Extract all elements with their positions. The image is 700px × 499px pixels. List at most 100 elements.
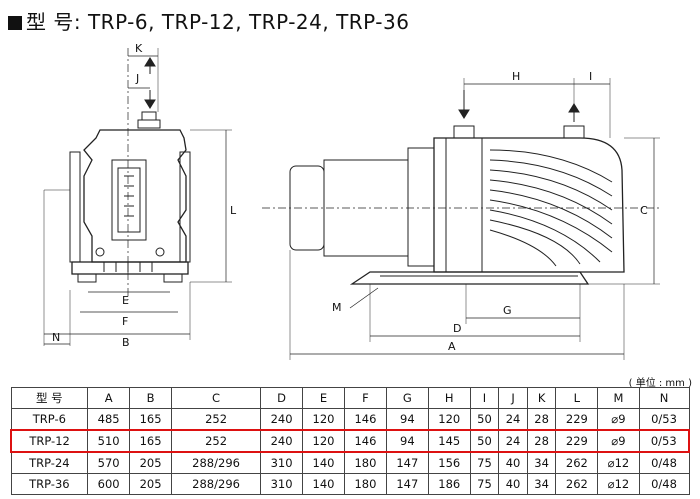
table-cell: ⌀9 (597, 408, 640, 431)
front-view (43, 48, 232, 346)
table-cell: 165 (129, 429, 173, 453)
page-title: 型 号: TRP-6, TRP-12, TRP-24, TRP-36 (8, 6, 409, 35)
table-cell: 140 (302, 473, 345, 495)
table-cell: 485 (87, 408, 131, 431)
table-cell: 252 (171, 408, 262, 431)
table-cell: 240 (260, 429, 304, 453)
table-cell: 146 (343, 408, 387, 431)
table-cell: 94 (385, 408, 429, 431)
table-cell: 34 (526, 473, 557, 495)
table-cell: 24 (498, 408, 528, 431)
column-header: M (597, 387, 640, 409)
table-cell: 288/296 (171, 451, 262, 474)
table-cell: 165 (129, 408, 173, 431)
table-cell: 0/48 (638, 451, 690, 474)
table-cell: 262 (555, 451, 599, 474)
table-cell: 310 (260, 451, 304, 474)
table-cell: 28 (526, 429, 557, 453)
column-header: H (427, 387, 471, 409)
label-j: J (135, 72, 139, 85)
label-a: A (448, 340, 456, 353)
label-g: G (503, 304, 512, 317)
column-header: E (302, 387, 345, 409)
table-cell: 180 (343, 473, 387, 495)
label-f: F (122, 315, 128, 328)
table-cell: 75 (469, 451, 500, 474)
table-cell: 310 (260, 473, 304, 495)
table-cell: 28 (526, 408, 557, 431)
label-k: K (135, 42, 143, 55)
table-cell: 510 (87, 429, 131, 453)
table-cell: 229 (555, 408, 599, 431)
table-cell: 180 (343, 451, 387, 474)
column-header: L (555, 387, 599, 409)
table-cell: 205 (129, 451, 173, 474)
label-n: N (52, 331, 60, 344)
table-cell: TRP-24 (10, 451, 89, 474)
unit-note: ( 单位 : mm ) (628, 378, 692, 389)
black-square-icon (8, 16, 22, 30)
table-cell: 147 (385, 451, 429, 474)
table-cell: 252 (171, 429, 262, 453)
column-header: B (129, 387, 173, 409)
table-cell: 600 (87, 473, 131, 495)
table-cell: 140 (302, 451, 345, 474)
column-header: C (171, 387, 262, 409)
label-i: I (589, 70, 592, 83)
table-cell: 34 (526, 451, 557, 474)
table-cell: 145 (427, 429, 471, 453)
side-view (262, 78, 660, 360)
table-cell: ⌀12 (597, 473, 640, 495)
label-d: D (453, 322, 461, 335)
table-cell: 229 (555, 429, 599, 453)
table-cell: 147 (385, 473, 429, 495)
label-c: C (640, 204, 648, 217)
column-header: 型 号 (10, 387, 89, 409)
table-cell: 24 (498, 429, 528, 453)
table-cell: 50 (469, 429, 500, 453)
table-cell: 205 (129, 473, 173, 495)
table-cell: 288/296 (171, 473, 262, 495)
table-cell: 156 (427, 451, 471, 474)
label-h: H (512, 70, 520, 83)
label-m: M (332, 301, 342, 314)
label-e: E (122, 294, 129, 307)
table-cell: 120 (427, 408, 471, 431)
label-b: B (122, 336, 130, 349)
column-header: G (385, 387, 429, 409)
table-cell: 120 (302, 429, 345, 453)
table-cell: 94 (385, 429, 429, 453)
table-cell: 75 (469, 473, 500, 495)
table-cell: 240 (260, 408, 304, 431)
column-header: K (526, 387, 557, 409)
table-cell: ⌀9 (597, 429, 640, 453)
table-cell: TRP-12 (10, 429, 89, 453)
table-cell: 40 (498, 473, 528, 495)
table-cell: 0/48 (638, 473, 690, 495)
table-cell: 0/53 (638, 429, 690, 453)
table-cell: 570 (87, 451, 131, 474)
table-cell: 146 (343, 429, 387, 453)
table-cell: 186 (427, 473, 471, 495)
table-cell: TRP-6 (10, 408, 89, 431)
table-cell: 40 (498, 451, 528, 474)
column-header: D (260, 387, 304, 409)
table-cell: 0/53 (638, 408, 690, 431)
pump-dimension-drawing: K J L E F B N (43, 42, 660, 360)
column-header: I (469, 387, 500, 409)
column-header: N (638, 387, 690, 409)
column-header: A (87, 387, 131, 409)
table-cell: 120 (302, 408, 345, 431)
table-cell: 262 (555, 473, 599, 495)
table-cell: ⌀12 (597, 451, 640, 474)
title-text: 型 号: TRP-6, TRP-12, TRP-24, TRP-36 (26, 10, 410, 34)
table-cell: TRP-36 (10, 473, 89, 495)
table-cell: 50 (469, 408, 500, 431)
